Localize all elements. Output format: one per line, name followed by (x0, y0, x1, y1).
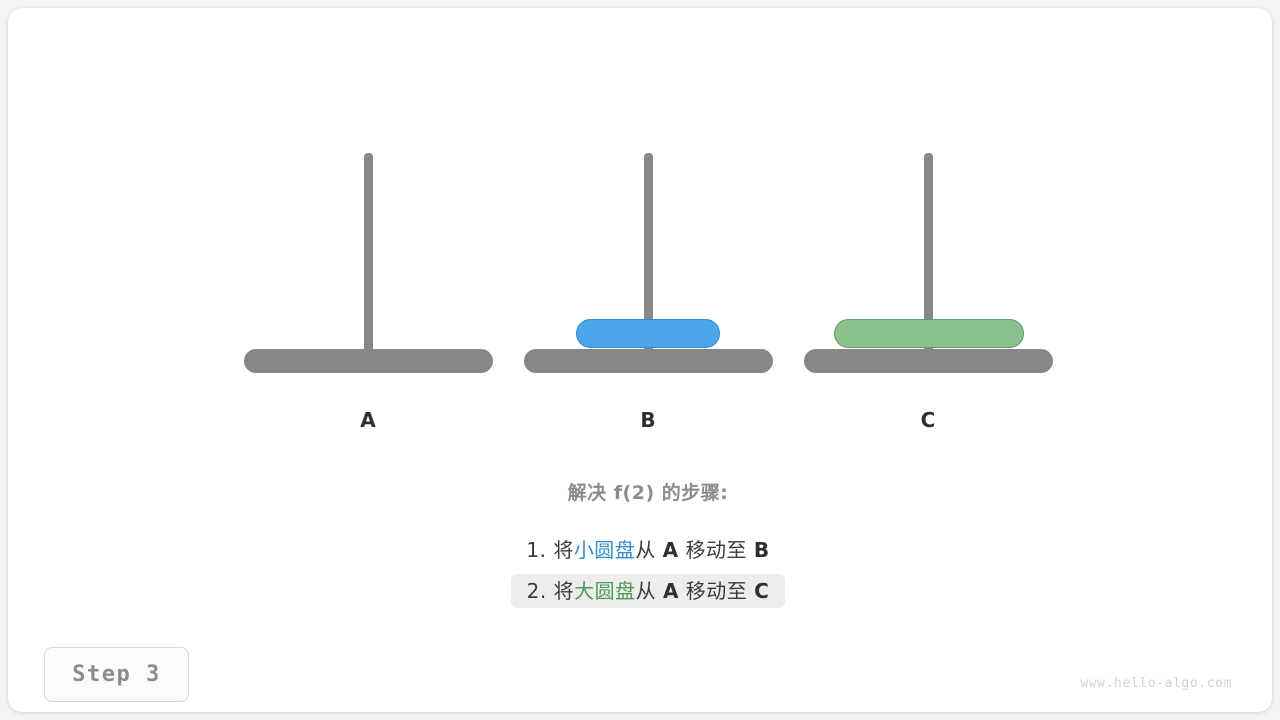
tower-c-label: C (920, 408, 936, 432)
step-2-to: C (754, 579, 770, 603)
tower-a-base (244, 349, 493, 373)
tower-c-peg (924, 153, 933, 353)
step-line-1: 1. 将小圆盘从 A 移动至 B (510, 533, 785, 567)
step-1-from-word: 从 (635, 538, 656, 562)
tower-c-base (804, 349, 1053, 373)
diagram-card: A B C 解决 f(2) 的步骤: 1. 将小圆盘从 A 移动至 B 2. 将… (8, 8, 1272, 712)
tower-b-label: B (640, 408, 656, 432)
step-1-move-word: 移动至 (685, 538, 748, 562)
step-1-to: B (753, 538, 770, 562)
tower-a-label: A (360, 408, 376, 432)
step-row-2: 2. 将大圆盘从 A 移动至 C (8, 574, 1280, 612)
disk-large-on-tower-c (834, 319, 1024, 348)
disk-small-on-tower-b (576, 319, 720, 348)
steps-heading: 解决 f(2) 的步骤: (567, 482, 729, 504)
steps-block: 解决 f(2) 的步骤: 1. 将小圆盘从 A 移动至 B 2. 将大圆盘从 A… (8, 478, 1280, 615)
step-2-move-word: 移动至 (685, 579, 748, 603)
step-1-verb: 将 (553, 538, 574, 562)
step-2-index: 2. (526, 579, 547, 603)
step-2-verb: 将 (553, 579, 575, 603)
watermark: www.hello-algo.com (1080, 676, 1232, 691)
tower-a-peg (364, 153, 373, 353)
step-1-disk: 小圆盘 (573, 538, 636, 562)
step-1-from: A (662, 538, 679, 562)
step-row-1: 1. 将小圆盘从 A 移动至 B (8, 533, 1280, 571)
step-line-2: 2. 将大圆盘从 A 移动至 C (510, 574, 786, 608)
step-2-from-word: 从 (635, 579, 657, 603)
step-2-from: A (662, 579, 679, 603)
tower-b-base (524, 349, 773, 373)
step-2-disk: 大圆盘 (574, 579, 636, 603)
tower-b-peg (644, 153, 653, 353)
step-badge: Step 3 (44, 647, 189, 702)
step-1-index: 1. (526, 538, 547, 562)
